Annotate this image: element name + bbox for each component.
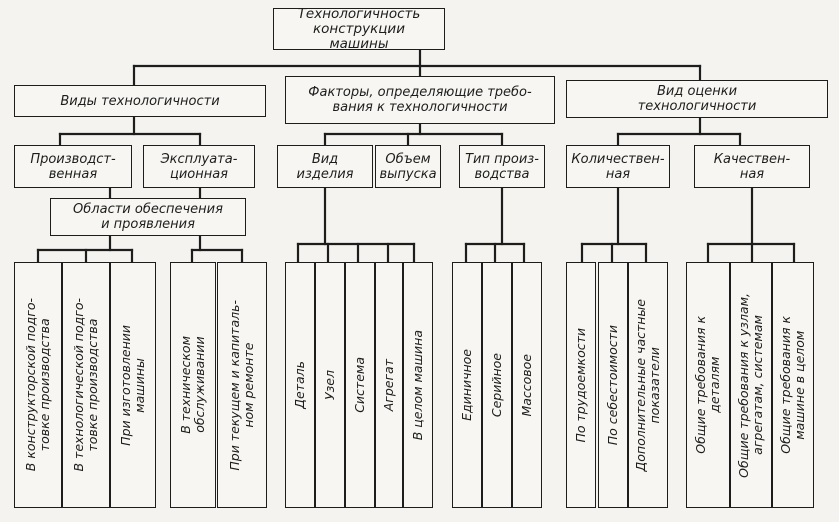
node-areas: Области обеспечения и проявления <box>50 198 246 236</box>
leaf-label: По себестоимости <box>605 324 620 446</box>
leaf-additional: Дополнительные частные показатели <box>628 262 668 508</box>
leaf-label: В технологической подго- товке производс… <box>71 298 100 472</box>
node-factors: Факторы, определяющие требо- вания к тех… <box>285 76 555 124</box>
leaf-label: При текущем и капиталь- ном ремонте <box>227 299 256 471</box>
leaf-mass: Массовое <box>512 262 542 508</box>
leaf-repair: При текущем и капиталь- ном ремонте <box>217 262 267 508</box>
leaf-tech-prep: В технологической подго- товке производс… <box>62 262 110 508</box>
leaf-label: При изготовлении машины <box>118 324 147 446</box>
leaf-label: В техническом обслуживании <box>178 336 207 434</box>
leaf-cost: По себестоимости <box>598 262 628 508</box>
node-prod-type: Тип произ- водства <box>459 145 545 188</box>
leaf-unit: Узел <box>315 262 345 508</box>
node-qualitative: Качествен- ная <box>694 145 810 188</box>
node-volume: Объем выпуска <box>375 145 441 188</box>
root-node: Технологичность конструкции машины <box>273 6 445 51</box>
leaf-req-units: Общие требования к узлам, агрегатам, сис… <box>730 262 772 508</box>
leaf-label: В конструкторской подго- товке производс… <box>23 298 52 472</box>
leaf-labor: По трудоемкости <box>566 262 596 508</box>
leaf-label: Серийное <box>489 352 504 418</box>
leaf-label: По трудоемкости <box>573 327 588 443</box>
node-assessment: Вид оценки технологичности <box>566 80 828 118</box>
leaf-label: Дополнительные частные показатели <box>633 298 662 472</box>
leaf-whole-machine: В целом машина <box>403 262 433 508</box>
leaf-single: Единичное <box>452 262 482 508</box>
leaf-label: Общие требования к деталям <box>693 316 722 454</box>
leaf-label: Узел <box>322 370 337 400</box>
leaf-design-prep: В конструкторской подго- товке производс… <box>14 262 62 508</box>
leaf-aggregate: Агрегат <box>375 262 403 508</box>
node-quantitative: Количествен- ная <box>566 145 670 188</box>
leaf-label: Общие требования к машине в целом <box>778 316 807 454</box>
node-operational: Эксплуата- ционная <box>143 145 255 188</box>
leaf-part: Деталь <box>285 262 315 508</box>
node-product-kind: Вид изделия <box>277 145 373 188</box>
leaf-label: Общие требования к узлам, агрегатам, сис… <box>736 292 765 478</box>
leaf-label: В целом машина <box>410 329 425 441</box>
leaf-manufacture: При изготовлении машины <box>110 262 156 508</box>
leaf-system: Система <box>345 262 375 508</box>
leaf-req-machine: Общие требования к машине в целом <box>772 262 814 508</box>
leaf-label: Деталь <box>292 361 307 409</box>
node-production: Производст- венная <box>14 145 132 188</box>
leaf-label: Система <box>352 357 367 413</box>
leaf-maintenance: В техническом обслуживании <box>170 262 216 508</box>
node-types: Виды технологичности <box>14 85 266 117</box>
leaf-label: Единичное <box>459 349 474 421</box>
leaf-serial: Серийное <box>482 262 512 508</box>
leaf-label: Массовое <box>519 353 534 417</box>
leaf-label: Агрегат <box>381 358 396 412</box>
leaf-req-parts: Общие требования к деталям <box>686 262 730 508</box>
